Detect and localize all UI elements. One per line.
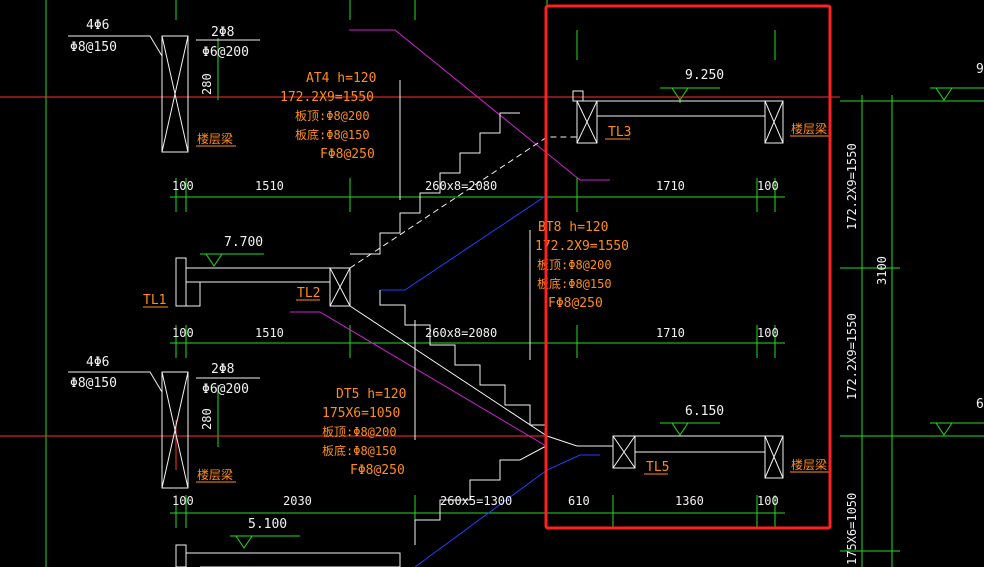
orange-underlines (143, 135, 830, 483)
dim-r3-d: 610 (568, 494, 590, 508)
floor-beam-upper-right: 楼层梁 (791, 121, 827, 136)
upper-rebar-stirrup: Φ8@150 (70, 40, 117, 55)
elevation-9250: 9.250 (685, 68, 724, 83)
dim-r1-c: 260x8=2080 (425, 179, 497, 193)
dim-r3-e: 1360 (675, 494, 704, 508)
lower-beam-stirrup: Φ6@200 (202, 382, 249, 397)
dt5-dist-rebar: FΦ8@250 (350, 463, 405, 478)
blue-lines (380, 194, 600, 567)
bt8-dist-rebar: FΦ8@250 (548, 296, 603, 311)
upper-beam-top-bar: 2Φ8 (211, 25, 234, 40)
dim-r3-f: 100 (757, 494, 779, 508)
lower-rebar-stirrup: Φ8@150 (70, 376, 117, 391)
vdim-2: 3100 (875, 256, 889, 285)
upper-beam-height: 280 (200, 73, 214, 95)
vdim-4: 175X6=1050 (845, 493, 859, 565)
orange-labels: 楼层梁 楼层梁 AT4 h=120 172.2X9=1550 板顶:Φ8@200… (143, 71, 827, 482)
lower-rebar-top: 4Φ6 (86, 355, 109, 370)
bt8-bottom-rebar: 板底:Φ8@150 (537, 276, 612, 291)
dim-r3-c: 260x5=1300 (440, 494, 512, 508)
white-labels: 4Φ6 Φ8@150 2Φ8 Φ6@200 280 4Φ6 Φ8@150 2Φ8… (70, 18, 984, 565)
floor-beam-lower-right: 楼层梁 (791, 457, 827, 472)
dim-r2-a: 100 (172, 326, 194, 340)
lower-floor-beam-label: 楼层梁 (197, 467, 233, 482)
upper-beam-stirrup: Φ6@200 (202, 45, 249, 60)
dim-r3-a: 100 (172, 494, 194, 508)
dim-r1-e: 100 (757, 179, 779, 193)
at4-dist-rebar: FΦ8@250 (320, 147, 375, 162)
dim-r1-a: 100 (172, 179, 194, 193)
dt5-top-rebar: 板顶:Φ8@200 (322, 425, 397, 439)
vdim-1: 172.2X9=1550 (845, 143, 859, 230)
dt5-bottom-rebar: 板底:Φ8@150 (322, 443, 397, 458)
bt8-title: BT8 h=120 (538, 220, 608, 235)
vdim-3: 172.2X9=1550 (845, 313, 859, 400)
dim-r2-c: 260x8=2080 (425, 326, 497, 340)
elevation-7700: 7.700 (224, 235, 263, 250)
tl5-label: TL5 (646, 460, 669, 475)
dim-r1-b: 1510 (255, 179, 284, 193)
dt5-steps: 175X6=1050 (322, 406, 400, 421)
at4-title: AT4 h=120 (306, 71, 376, 86)
at4-steps: 172.2X9=1550 (280, 90, 374, 105)
bt8-top-rebar: 板顶:Φ8@200 (537, 258, 612, 272)
lower-beam-top-bar: 2Φ8 (211, 362, 234, 377)
dim-r1-d: 1710 (656, 179, 685, 193)
lower-beam-height: 280 (200, 408, 214, 430)
upper-floor-beam-label: 楼层梁 (197, 131, 233, 146)
dim-r2-e: 100 (757, 326, 779, 340)
elevation-6150: 6.150 (685, 404, 724, 419)
upper-rebar-top: 4Φ6 (86, 18, 109, 33)
at4-top-rebar: 板顶:Φ8@200 (295, 109, 370, 123)
dt5-title: DT5 h=120 (336, 387, 406, 402)
at4-bottom-rebar: 板底:Φ8@150 (295, 127, 370, 142)
elevation-5100: 5.100 (248, 517, 287, 532)
elevation-right-bottom: 6 (976, 397, 984, 412)
elevation-right-top: 9 (976, 62, 984, 77)
dim-r2-d: 1710 (656, 326, 685, 340)
red-grid-lines (0, 96, 840, 470)
dim-r3-b: 2030 (283, 494, 312, 508)
tl3-label: TL3 (608, 125, 631, 140)
stair-structure (68, 35, 784, 567)
leader-lines (290, 29, 610, 447)
tl1-label: TL1 (143, 293, 166, 308)
tl2-label: TL2 (297, 286, 320, 301)
bt8-steps: 172.2X9=1550 (535, 239, 629, 254)
dimension-lines (45, 0, 984, 567)
dim-r2-b: 1510 (255, 326, 284, 340)
selection-highlight-box (544, 4, 832, 530)
